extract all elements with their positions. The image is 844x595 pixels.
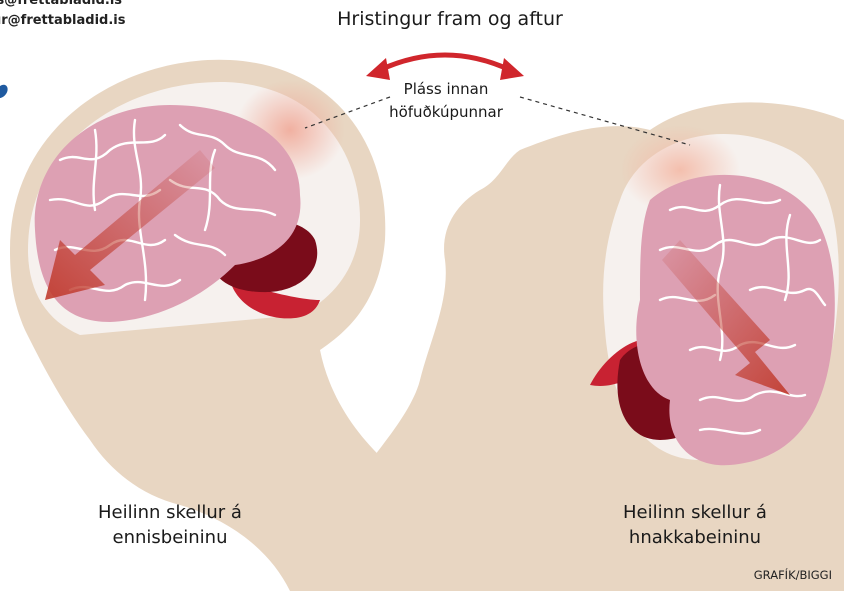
- skull-space-label: Pláss innan höfuðkúpunnar: [366, 78, 526, 124]
- graphic-credit: GRAFÍK/BIGGI: [754, 568, 832, 582]
- email-line-1: is@frettabladid.is: [0, 0, 122, 8]
- email-line-2: ur@frettabladid.is: [0, 13, 126, 28]
- left-caption: Heilinn skellur á ennisbeininu: [60, 500, 280, 550]
- left-caption-line-2: ennisbeininu: [60, 525, 280, 550]
- left-caption-line-1: Heilinn skellur á: [60, 500, 280, 525]
- skull-space-label-line-2: höfuðkúpunnar: [366, 101, 526, 124]
- bullet-mark: [0, 85, 8, 98]
- double-arrow: [366, 55, 524, 80]
- right-caption-line-1: Heilinn skellur á: [585, 500, 805, 525]
- skull-space-label-line-1: Pláss innan: [366, 78, 526, 101]
- right-caption: Heilinn skellur á hnakkabeininu: [585, 500, 805, 550]
- right-caption-line-2: hnakkabeininu: [585, 525, 805, 550]
- diagram-title: Hristingur fram og aftur: [300, 8, 600, 30]
